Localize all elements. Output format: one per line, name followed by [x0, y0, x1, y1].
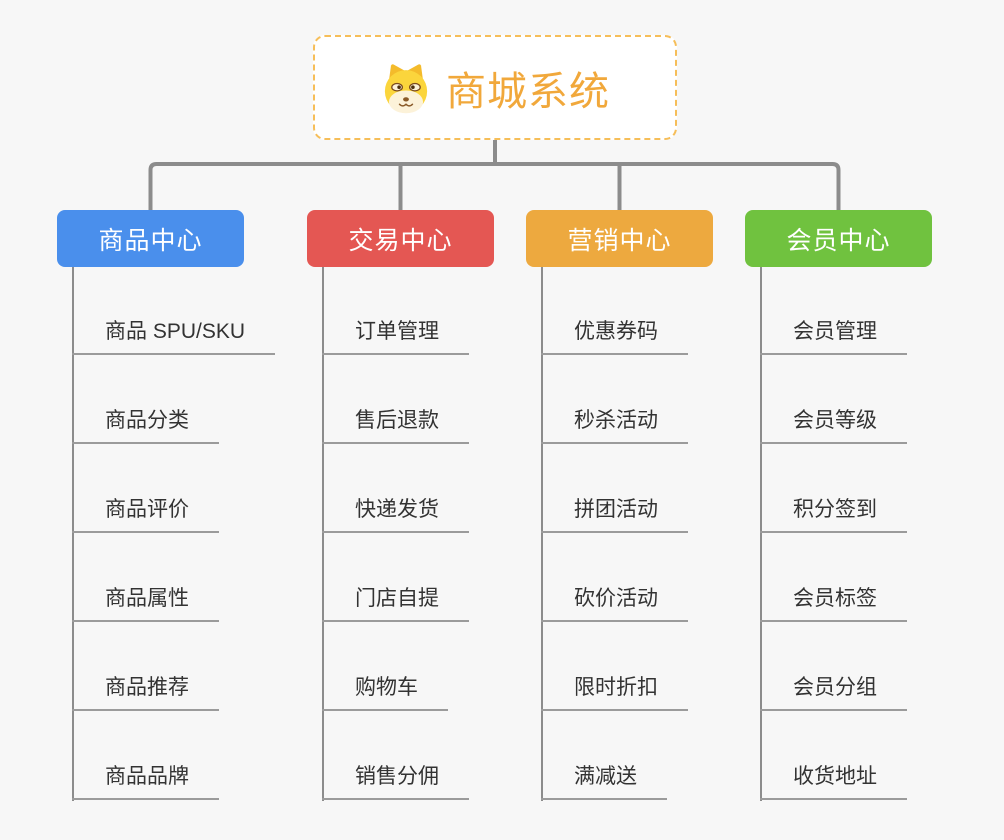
- child-topic[interactable]: 快递发货: [322, 485, 469, 533]
- child-topic[interactable]: 秒杀活动: [541, 396, 688, 444]
- child-topic[interactable]: 商品推荐: [72, 663, 219, 711]
- root-title: 商城系统: [446, 69, 610, 114]
- branch-rail-line: [148, 162, 841, 210]
- branch-trade-center[interactable]: 交易中心: [307, 210, 494, 267]
- branch-trunk-line: [760, 267, 762, 801]
- child-topic[interactable]: 商品评价: [72, 485, 219, 533]
- child-topic[interactable]: 会员管理: [760, 307, 907, 355]
- child-topic[interactable]: 门店自提: [322, 574, 469, 622]
- child-topic[interactable]: 销售分佣: [322, 752, 469, 800]
- branch-product-center[interactable]: 商品中心: [57, 210, 244, 267]
- doge-icon: [380, 62, 432, 114]
- branch-member-center[interactable]: 会员中心: [745, 210, 932, 267]
- child-topic[interactable]: 砍价活动: [541, 574, 688, 622]
- branch-trunk-line: [541, 267, 543, 801]
- child-topic[interactable]: 限时折扣: [541, 663, 688, 711]
- child-topic[interactable]: 拼团活动: [541, 485, 688, 533]
- child-topic[interactable]: 商品 SPU/SKU: [72, 307, 276, 355]
- child-topic[interactable]: 会员分组: [760, 663, 907, 711]
- child-topic[interactable]: 购物车: [322, 663, 448, 711]
- child-topic[interactable]: 售后退款: [322, 396, 469, 444]
- child-topic[interactable]: 会员标签: [760, 574, 907, 622]
- root-topic[interactable]: 商城系统: [313, 35, 677, 140]
- child-topic[interactable]: 满减送: [541, 752, 667, 800]
- branch-marketing-center[interactable]: 营销中心: [526, 210, 713, 267]
- child-topic[interactable]: 商品分类: [72, 396, 219, 444]
- child-topic[interactable]: 优惠券码: [541, 307, 688, 355]
- child-topic[interactable]: 积分签到: [760, 485, 907, 533]
- child-topic[interactable]: 订单管理: [322, 307, 469, 355]
- child-topic[interactable]: 商品属性: [72, 574, 219, 622]
- connector-tree: [148, 140, 841, 210]
- child-topic[interactable]: 收货地址: [760, 752, 907, 800]
- branch-trunk-line: [72, 267, 74, 801]
- branch-trunk-line: [322, 267, 324, 801]
- child-topic[interactable]: 商品品牌: [72, 752, 219, 800]
- child-topic[interactable]: 会员等级: [760, 396, 907, 444]
